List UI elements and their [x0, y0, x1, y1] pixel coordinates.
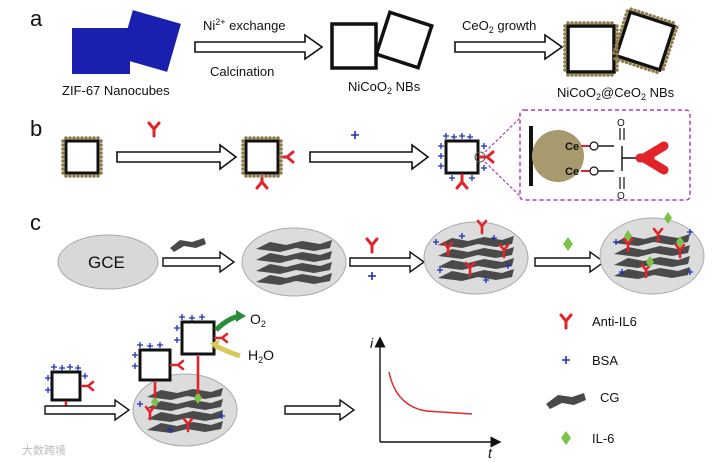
panel-label-a: a	[30, 6, 43, 31]
arrow1-bottom-label: Calcination	[210, 64, 274, 79]
arrow1-top-label: Ni2+ exchange	[203, 17, 286, 33]
legend-il6-icon	[561, 431, 571, 445]
zif67-cube-back	[119, 10, 181, 72]
antibody-icon	[147, 121, 161, 138]
hollow-arrow-b1	[116, 143, 238, 171]
probe-cubes-bound	[132, 314, 229, 398]
nicoo2-ceo2-label: NiCoO2@CeO2 NBs	[557, 85, 675, 102]
hollow-arrow-c3	[534, 250, 606, 274]
hollow-arrow-c2	[349, 250, 426, 274]
legend-anti-il6: Anti-IL6	[592, 314, 637, 329]
ce-label-2: Ce	[565, 166, 579, 178]
o-label-top: O	[617, 118, 625, 129]
ceo2-cube-b2-with-antibody	[241, 136, 295, 190]
arrow2-top-label: CeO2 growth	[462, 18, 536, 35]
legend-il6: IL-6	[592, 431, 614, 446]
hollow-arrow-a1	[194, 33, 324, 61]
hollow-arrow-a2	[454, 33, 564, 61]
cg-sheet-icon	[170, 238, 206, 252]
antibody-icon-c	[365, 237, 379, 254]
gce-cg-1	[241, 227, 347, 297]
gce-cg-antibody-il6	[599, 212, 705, 295]
panel-label-c: c	[30, 210, 41, 235]
legend-bsa-icon	[562, 356, 570, 364]
zif67-label: ZIF-67 Nanocubes	[62, 83, 170, 98]
zif67-nanocubes	[72, 10, 181, 74]
ceo2-cube-b1	[61, 136, 103, 178]
hollow-arrow-c5	[284, 398, 356, 422]
current-decay-curve	[388, 371, 473, 415]
hollow-arrow-b2	[309, 143, 430, 171]
nicoo2-ceo2-nanoboxes	[563, 7, 679, 77]
gce-sandwich-complex	[132, 373, 238, 447]
nicoo2-nanoboxes	[330, 10, 434, 70]
axis-x-label: t	[488, 445, 493, 461]
legend-antibody-icon	[559, 313, 573, 330]
ceo2-cube-b3-blocked	[438, 133, 495, 190]
gce-electrode	[57, 234, 159, 290]
bsa-icon-c	[368, 272, 376, 280]
gce-cg-antibody-bsa	[423, 219, 529, 295]
nicoo2-label: NiCoO2 NBs	[348, 79, 421, 96]
hollow-arrow-c1	[162, 250, 236, 274]
watermark: 大数跨境	[22, 443, 66, 457]
o-label-bottom: O	[617, 191, 625, 202]
bsa-icon	[351, 131, 359, 139]
current-time-plot: i t	[370, 335, 502, 461]
catalysis-arrows	[210, 310, 246, 359]
ceo2-particle	[532, 130, 584, 182]
ce-label-1: Ce	[565, 141, 579, 153]
legend-bsa: BSA	[592, 353, 618, 368]
h2o-label: H2O	[248, 347, 274, 365]
legend-cg-icon	[546, 393, 586, 409]
hollow-arrow-c4	[44, 398, 131, 422]
zoom-inset: Ce Ce O O	[484, 109, 691, 202]
axis-y-label: i	[370, 335, 374, 351]
gce-label: GCE	[88, 253, 125, 272]
o2-label: O2	[250, 311, 266, 329]
legend: Anti-IL6 BSA CG IL-6	[546, 313, 637, 446]
il6-icon-c	[563, 237, 573, 251]
zif67-cube-front	[72, 28, 130, 74]
panel-label-b: b	[30, 116, 42, 141]
legend-cg: CG	[600, 390, 620, 405]
